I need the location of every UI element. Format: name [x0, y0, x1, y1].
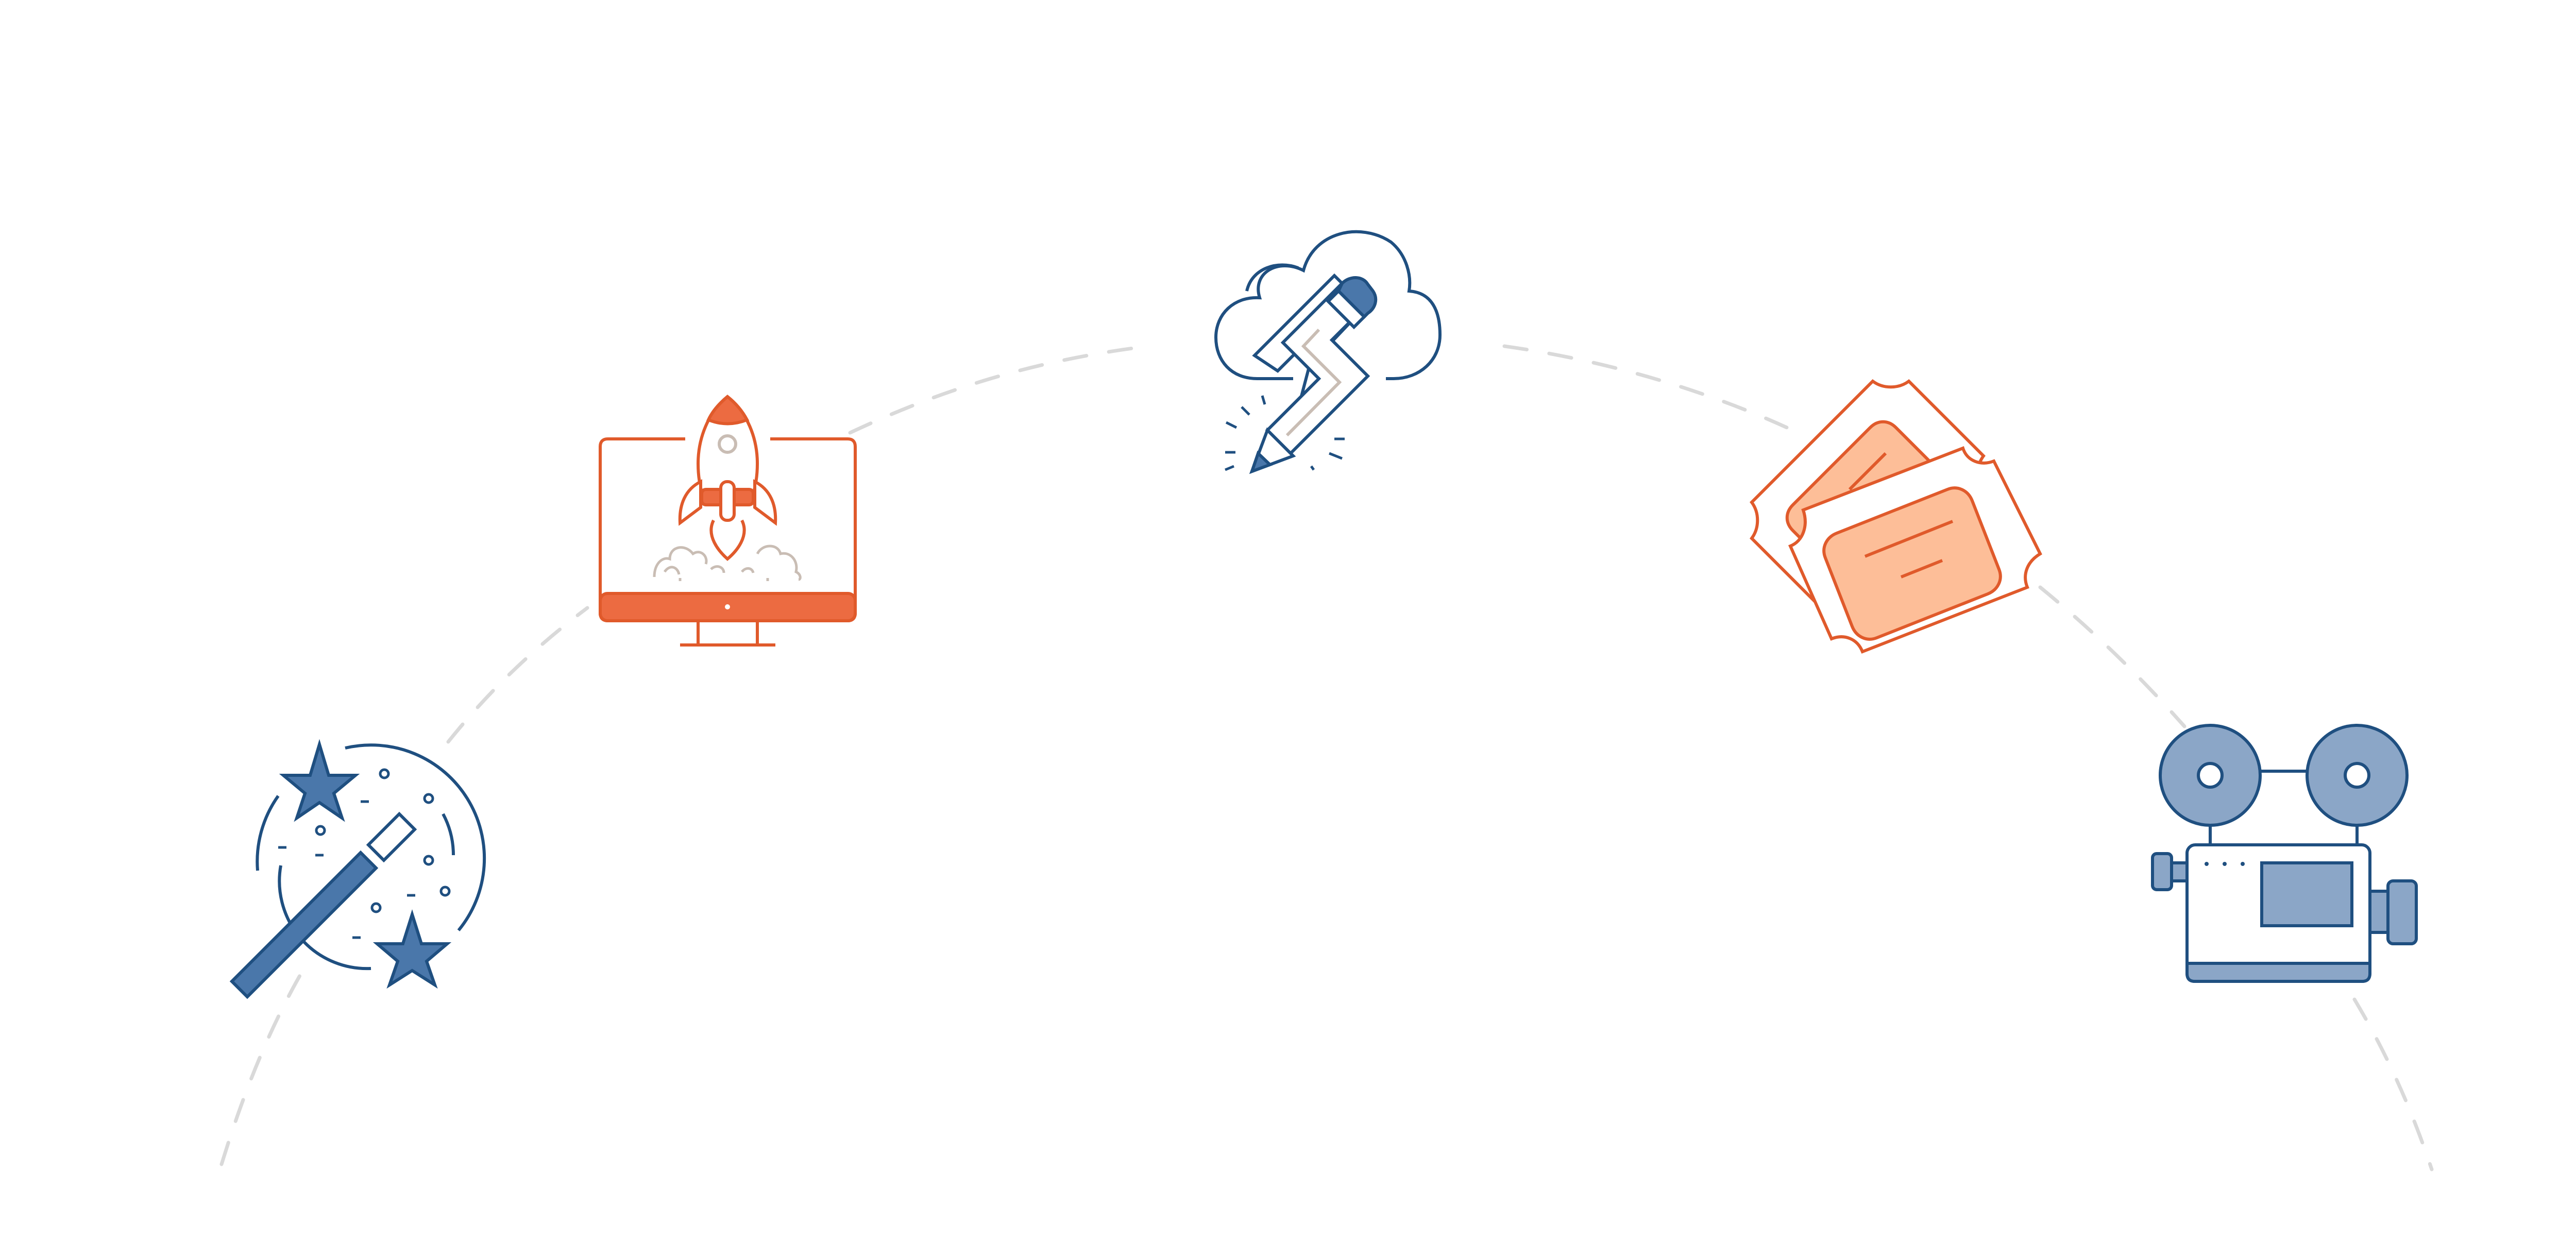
camera-body-base — [2185, 962, 2371, 983]
pencil-inner-zigzag — [1285, 328, 1342, 437]
ticket-front-line-2 — [1900, 559, 1943, 579]
monitor-stand — [680, 621, 775, 647]
arc-segment-left-low — [219, 966, 306, 1166]
arc-segment-right-mid — [2038, 585, 2187, 728]
camera-lens — [2386, 879, 2418, 945]
arc-segment-right-high — [1502, 344, 1800, 435]
rocket-smoke — [653, 545, 802, 581]
magic-wand-icon — [229, 739, 486, 999]
rocket-fin-left — [678, 479, 702, 526]
cloud-outline — [1214, 230, 1442, 380]
cloud-inner-arc — [1245, 263, 1299, 292]
camera-reel-right-hub — [2344, 762, 2370, 789]
wand-star-top — [279, 739, 360, 822]
cloud-pencil-icon — [1214, 230, 1442, 474]
film-camera-icon — [2151, 724, 2418, 983]
rocket-fin-right — [753, 479, 777, 526]
wand-stick — [229, 850, 379, 999]
wand-star-bottom — [372, 909, 452, 989]
ticket-back-line — [1848, 452, 1887, 491]
pencil-sparks — [1225, 395, 1345, 471]
rocket-flame — [709, 519, 746, 561]
rocket-window — [718, 434, 737, 454]
arc-segment-right-low — [2352, 997, 2434, 1171]
monitor-power-dot — [725, 604, 730, 609]
arc-segment-left-high — [848, 344, 1151, 435]
camera-lens-stem — [2368, 890, 2389, 934]
rocket-launch-icon — [599, 395, 857, 647]
wand-halo-outer-left — [256, 795, 280, 871]
wand-sparkles — [278, 768, 451, 939]
camera-indicator-dots — [2205, 862, 2245, 866]
rocket-center-fin — [719, 480, 736, 522]
pencil-lead — [1249, 450, 1273, 474]
camera-knob-left-stem — [2170, 861, 2189, 882]
wand-halo-right — [442, 813, 455, 856]
ticket-front-panel — [1822, 486, 2002, 641]
wand-halo-outer — [345, 743, 486, 931]
camera-reel-left-hub — [2197, 762, 2224, 789]
wand-tip — [366, 811, 417, 863]
arc-segment-left-mid — [446, 606, 589, 744]
camera-viewfinder — [2260, 861, 2353, 927]
rocket-nose — [706, 395, 750, 426]
pencil-eraser — [1336, 276, 1378, 319]
connector-arc — [219, 344, 2434, 1171]
camera-knob-left — [2151, 852, 2173, 891]
ticket-front-line-1 — [1864, 520, 1954, 558]
pencil-ferrule — [1326, 288, 1367, 330]
tickets-icon — [1750, 379, 2042, 654]
